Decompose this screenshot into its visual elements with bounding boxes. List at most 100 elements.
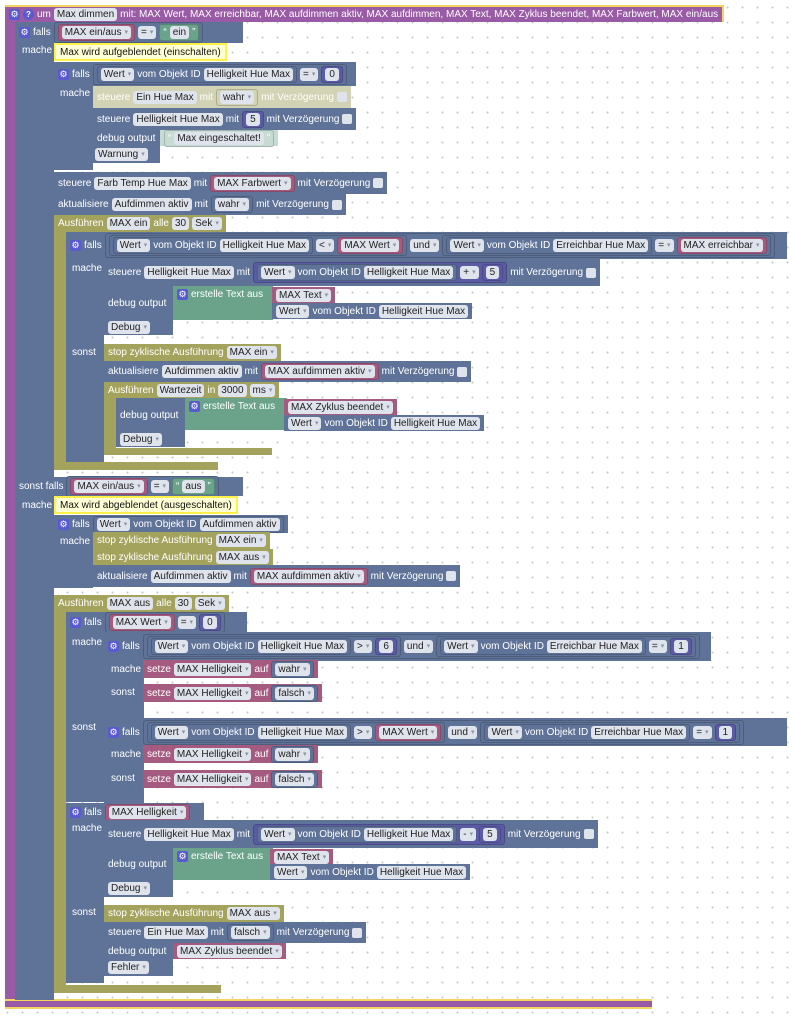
variable-dropdown[interactable]: MAX Wert▾ [341, 239, 400, 252]
debug-output-label[interactable]: debug output [104, 857, 173, 871]
field[interactable]: Helligkeit Hue Max [376, 865, 467, 879]
dropdown[interactable]: wahr▾ [214, 198, 250, 211]
operator-dropdown[interactable]: =▾ [138, 26, 157, 39]
delay-checkbox[interactable] [352, 927, 363, 938]
object-id-field[interactable]: Helligkeit Hue Max [363, 827, 454, 841]
debug-output-label[interactable]: debug output [104, 944, 173, 958]
object-id-field[interactable]: Aufdimmen aktiv [199, 517, 280, 531]
gear-icon[interactable]: ⚙ [58, 518, 69, 530]
create-text-block[interactable]: ⚙erstelle Text aus [173, 848, 273, 880]
create-text-block[interactable]: ⚙erstelle Text aus [185, 398, 287, 430]
object-id-field[interactable]: Helligkeit Hue Max [363, 266, 454, 279]
delay-checkbox[interactable] [331, 199, 342, 210]
comment-on[interactable]: Max wird aufgeblendet (einschalten) [54, 43, 227, 61]
number-field[interactable]: 6 [379, 640, 393, 653]
wert-dropdown[interactable]: Wert▾ [116, 239, 151, 252]
wert-dropdown[interactable]: Wert▾ [261, 827, 295, 841]
object-id-field[interactable]: Helligkeit Hue Max [257, 640, 347, 653]
debug-output-label[interactable]: debug output [104, 296, 173, 310]
variable-dropdown[interactable]: MAX Helligkeit▾ [173, 772, 252, 786]
logic-operator-dropdown[interactable]: und▾ [403, 640, 434, 653]
object-id-field[interactable]: Erreichbar Hue Max [546, 640, 642, 653]
variable-dropdown[interactable]: MAX ein/aus▾ [61, 26, 132, 39]
gear-icon[interactable]: ⚙ [108, 726, 119, 738]
number-field[interactable]: 5 [485, 266, 500, 279]
number-field[interactable]: 1 [674, 640, 688, 653]
debug-text-value[interactable]: “Max eingeschaltet!” [160, 129, 279, 147]
variable-block[interactable]: MAX Zyklus beendet▾ [173, 943, 286, 959]
dropdown[interactable]: wahr▾ [219, 90, 255, 104]
variable-dropdown[interactable]: MAX Helligkeit▾ [173, 747, 252, 761]
wert-dropdown[interactable]: Wert▾ [100, 67, 135, 81]
variable-dropdown[interactable]: MAX aufdimmen aktiv▾ [253, 569, 364, 583]
object-id-field[interactable]: Helligkeit Hue Max [257, 725, 347, 739]
variable-dropdown[interactable]: MAX Text▾ [274, 850, 330, 864]
operator-dropdown[interactable]: =▾ [693, 725, 712, 739]
variable-dropdown[interactable]: MAX Wert▾ [112, 615, 171, 629]
dropdown[interactable]: Sek▾ [192, 217, 222, 230]
object-id-field[interactable]: Erreichbar Hue Max [591, 725, 687, 739]
variable-dropdown[interactable]: MAX Zyklus beendet▾ [177, 944, 282, 958]
gear-icon[interactable]: ⚙ [177, 851, 188, 862]
delay-checkbox[interactable] [336, 92, 347, 102]
variable-block[interactable]: MAX Zyklus beendet▾ [284, 399, 397, 415]
wert-dropdown[interactable]: Wert▾ [488, 725, 522, 739]
field[interactable]: 3000 [218, 383, 247, 397]
log-level-dropdown[interactable]: Debug▾ [108, 321, 150, 334]
operator-dropdown[interactable]: >▾ [353, 640, 373, 653]
dropdown[interactable]: Wert▾ [276, 304, 310, 318]
gear-icon[interactable]: ⚙ [70, 240, 81, 251]
variable-dropdown[interactable]: MAX Helligkeit▾ [108, 805, 187, 819]
field[interactable]: Farb Temp Hue Max [94, 176, 191, 190]
field[interactable]: 30 [171, 217, 190, 230]
field[interactable]: Ein Hue Max [133, 90, 197, 104]
operator-dropdown[interactable]: +▾ [460, 266, 479, 279]
wert-dropdown[interactable]: Wert▾ [450, 239, 484, 252]
log-level-dropdown[interactable]: Fehler▾ [108, 961, 149, 974]
dropdown[interactable]: falsch▾ [275, 686, 314, 700]
gear-icon[interactable]: ⚙ [177, 289, 188, 300]
delay-checkbox[interactable] [586, 267, 597, 278]
operator-dropdown[interactable]: -▾ [460, 827, 477, 841]
variable-dropdown[interactable]: MAX Helligkeit▾ [173, 686, 252, 700]
number-field[interactable]: 1 [718, 725, 733, 739]
gear-icon[interactable]: ⚙ [58, 68, 69, 80]
variable-dropdown[interactable]: MAX Farbwert▾ [214, 176, 291, 190]
variable-block[interactable]: MAX Text▾ [272, 287, 336, 303]
log-level-dropdown[interactable]: Warnung▾ [95, 148, 148, 161]
variable-dropdown[interactable]: MAX Wert▾ [379, 725, 438, 739]
operator-dropdown[interactable]: =▾ [299, 67, 319, 81]
field[interactable]: Aufdimmen aktiv [161, 365, 242, 378]
dropdown[interactable]: wahr▾ [275, 662, 310, 676]
dropdown[interactable]: MAX ein▾ [226, 346, 277, 359]
wert-dropdown[interactable]: Wert▾ [444, 640, 478, 653]
gear-icon[interactable]: ⚙ [9, 9, 20, 20]
object-id-field[interactable]: Erreichbar Hue Max [553, 239, 649, 252]
wert-dropdown[interactable]: Wert▾ [96, 517, 131, 531]
operator-dropdown[interactable]: =▾ [177, 615, 197, 629]
operator-dropdown[interactable]: =▾ [150, 480, 170, 493]
dropdown[interactable]: Wert▾ [288, 416, 322, 430]
number-field[interactable]: 0 [325, 67, 339, 81]
field[interactable]: Helligkeit Hue Max [390, 416, 481, 430]
